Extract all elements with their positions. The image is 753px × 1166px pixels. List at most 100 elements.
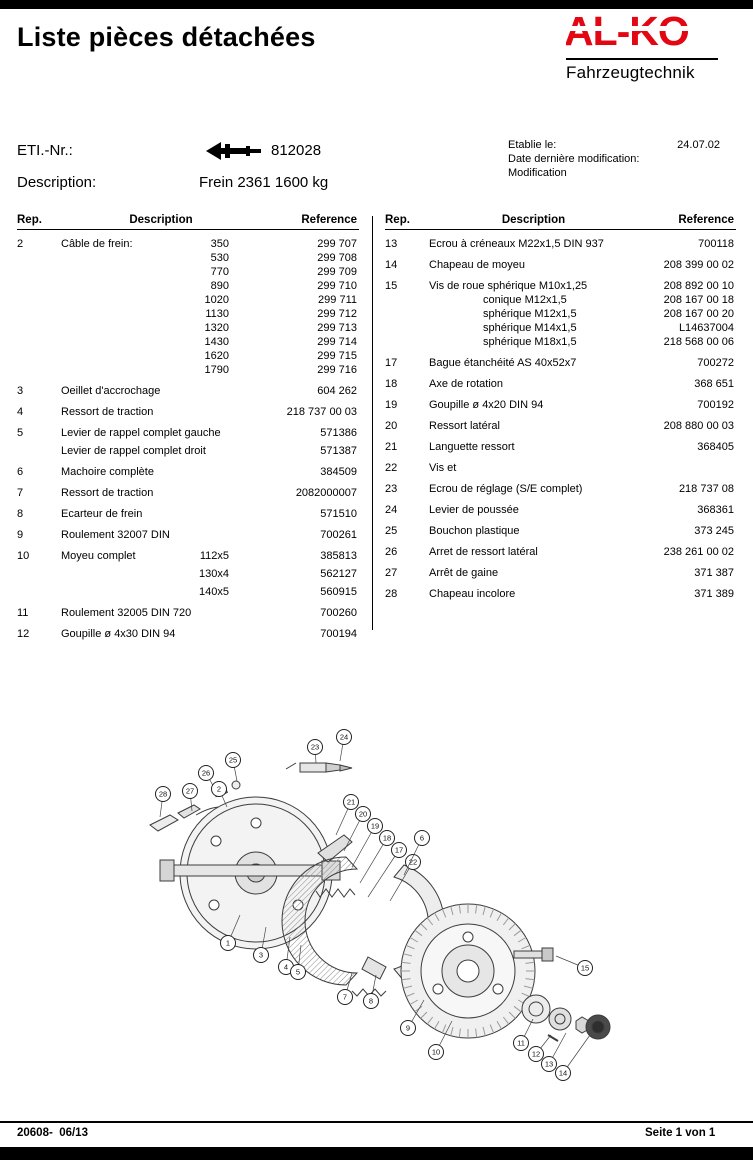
- reference-cell: 208 880 00 03: [663, 420, 734, 432]
- callout-number: 4: [284, 963, 288, 972]
- description-cell: Axe de rotation: [429, 378, 503, 390]
- shaft-end: [159, 859, 175, 882]
- callout-number: 6: [420, 834, 424, 843]
- reference-cell: 368 651: [694, 378, 734, 390]
- date-block: Etablie le: 24.07.02 Date dernière modif…: [508, 138, 720, 180]
- reference-cell: 700192: [697, 399, 734, 411]
- callout-number: 9: [406, 1024, 410, 1033]
- diagram-parts: [149, 762, 611, 1042]
- header-rep: Rep.: [385, 214, 410, 226]
- rep-cell: 17: [385, 357, 398, 369]
- table-divider: [372, 216, 373, 630]
- callout-number: 26: [202, 769, 210, 778]
- description-cell: Bouchon plastique: [429, 525, 520, 537]
- description-cell: Ecrou de réglage (S/E complet): [429, 483, 583, 495]
- callout-leader-line: [367, 849, 400, 898]
- reference-cell: 238 261 00 02: [663, 546, 734, 558]
- table-header: Rep. Description Reference: [17, 214, 359, 230]
- variant-value: 770: [210, 266, 229, 278]
- washer: [548, 1007, 572, 1031]
- callout-circle-26: [198, 765, 214, 781]
- description-cell: Languette ressort: [429, 441, 515, 453]
- reference-cell: 371 389: [694, 588, 734, 600]
- callout-number: 27: [186, 787, 194, 796]
- wheel-bolt-head: [541, 947, 554, 962]
- callout-number: 3: [259, 951, 263, 960]
- callout-circle-3: [253, 947, 269, 963]
- callout-circle-12: [528, 1046, 544, 1062]
- description-value: Frein 2361 1600 kg: [199, 174, 329, 191]
- callout-circle-8: [363, 993, 379, 1009]
- callout-circle-11: [513, 1035, 529, 1051]
- callout-number: 5: [296, 968, 300, 977]
- description-cell: Vis et: [429, 462, 457, 474]
- backplate-hole: [208, 899, 220, 911]
- logo-white-stripe: [564, 26, 720, 31]
- callout-circle-7: [337, 989, 353, 1005]
- stud-hole: [432, 983, 444, 995]
- reference-cell: 218 737 00 03: [286, 406, 357, 418]
- backplate-hole: [210, 835, 222, 847]
- reference-cell: [638, 461, 736, 475]
- header-description: Description: [501, 214, 566, 226]
- rep-cell: 22: [385, 462, 398, 474]
- rep-cell: 28: [385, 588, 398, 600]
- backplate-hole: [250, 817, 262, 829]
- header-reference: Reference: [678, 214, 734, 226]
- callout-number: 12: [532, 1050, 540, 1059]
- rep-cell: 20: [385, 420, 398, 432]
- drum-ribs: [401, 904, 535, 1038]
- callout-circle-21: [343, 794, 359, 810]
- rep-cell: 25: [385, 525, 398, 537]
- rep-cell: 19: [385, 399, 398, 411]
- callout-number: 2: [217, 785, 221, 794]
- adjuster-body: [299, 762, 327, 773]
- adjuster-tip: [339, 764, 353, 772]
- description-label: Description:: [17, 174, 97, 191]
- rep-cell: 9: [17, 529, 24, 541]
- rep-cell: 7: [17, 487, 24, 499]
- callout-number: 20: [359, 810, 367, 819]
- callout-number: 11: [517, 1039, 525, 1048]
- callout-circle-23: [307, 739, 323, 755]
- reference-cell: 700261: [320, 529, 357, 541]
- callout-circle-14: [555, 1065, 571, 1081]
- top-black-bar: [0, 0, 753, 9]
- table-header: Rep. Description Reference: [385, 214, 736, 230]
- footer-page-indicator: Seite 1 von 1: [645, 1127, 716, 1139]
- variant-value: 140x5: [199, 586, 229, 598]
- traction-spring: [315, 888, 356, 898]
- variant-value: 130x4: [199, 568, 229, 580]
- rep-cell: 5: [17, 427, 24, 439]
- push-lever: [317, 834, 353, 863]
- cable-sheath-cap: [149, 814, 179, 832]
- description-cell: Ressort de traction: [61, 487, 154, 499]
- callout-circle-18: [379, 830, 395, 846]
- rep-cell: 10: [17, 550, 30, 562]
- rep-cell: 12: [17, 628, 30, 640]
- description-cell: Bague étanchéité AS 40x52x7: [429, 357, 577, 369]
- callout-circle-2: [211, 781, 227, 797]
